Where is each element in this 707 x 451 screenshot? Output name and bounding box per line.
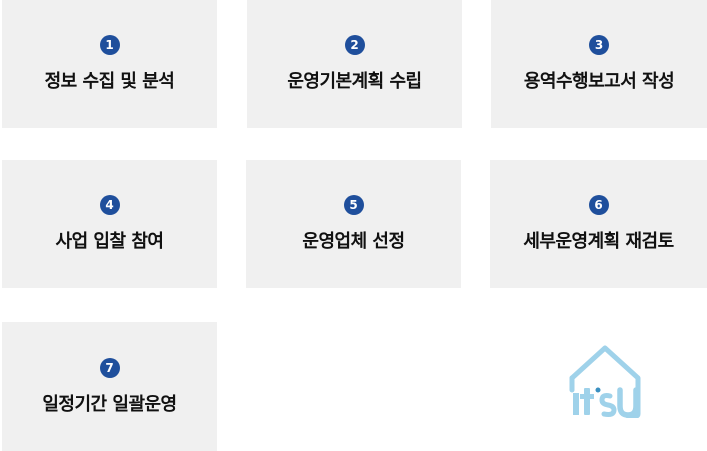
step-number-badge: 2 xyxy=(344,35,365,55)
step-number-badge: 3 xyxy=(589,35,609,55)
step-label: 정보 수집 및 분석 xyxy=(44,71,175,92)
step-label: 일정기간 일괄운영 xyxy=(42,393,177,415)
step-card-7: 7 일정기간 일괄운영 xyxy=(2,322,217,451)
step-label: 세부운영계획 재검토 xyxy=(523,231,674,252)
step-card-3: 3 용역수행보고서 작성 xyxy=(491,0,707,128)
step-label: 운영업체 선정 xyxy=(302,231,405,252)
step-number-badge: 6 xyxy=(588,195,609,215)
step-card-6: 6 세부운영계획 재검토 xyxy=(490,160,707,288)
step-card-2: 2 운영기본계획 수립 xyxy=(247,0,462,128)
step-number-badge: 4 xyxy=(99,195,120,215)
step-label: 운영기본계획 수립 xyxy=(287,71,422,92)
itsu-house-logo-icon xyxy=(569,345,641,418)
step-label: 사업 입찰 참여 xyxy=(55,231,164,252)
step-card-4: 4 사업 입찰 참여 xyxy=(2,160,217,288)
step-card-1: 1 정보 수집 및 분석 xyxy=(2,0,217,128)
step-label: 용역수행보고서 작성 xyxy=(523,71,675,92)
step-number-badge: 1 xyxy=(99,35,120,55)
step-card-5: 5 운영업체 선정 xyxy=(246,160,461,288)
step-number-badge: 5 xyxy=(343,195,364,215)
step-number-badge: 7 xyxy=(99,357,120,378)
